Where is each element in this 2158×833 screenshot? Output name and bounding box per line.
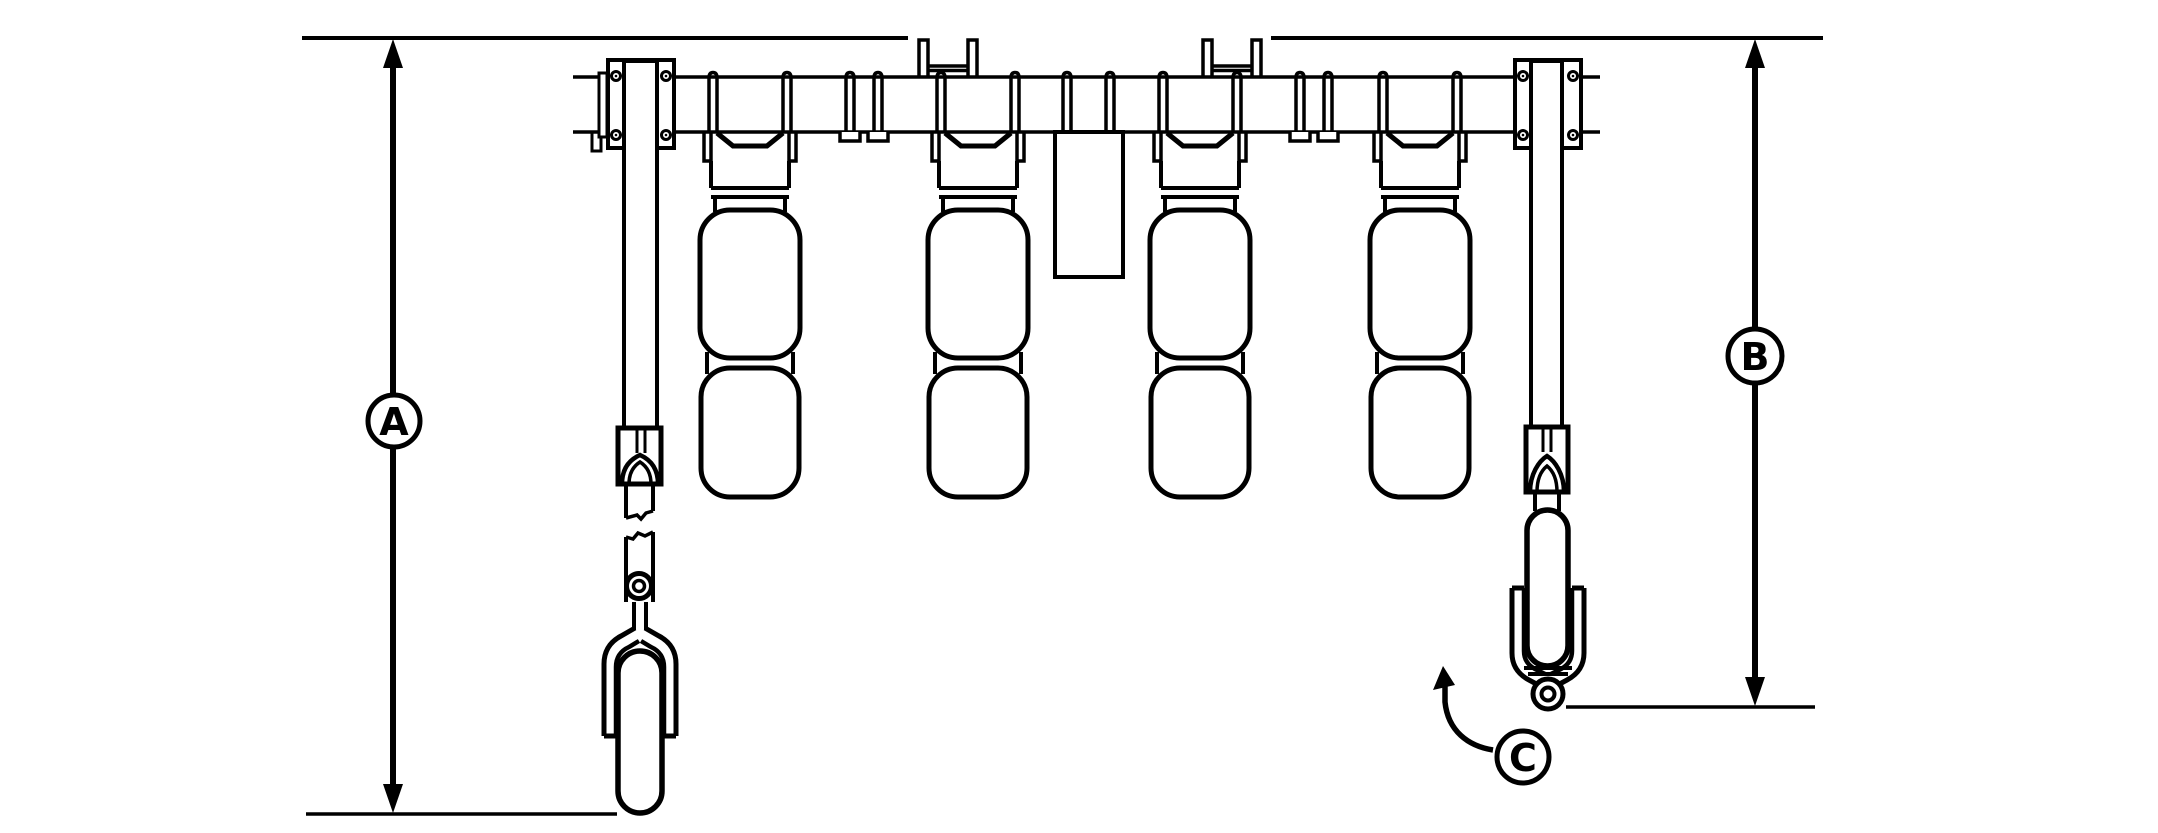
reference-lines: [302, 36, 1823, 816]
tube-break-lower: [625, 530, 654, 541]
left-caster-wheel: [615, 648, 665, 816]
plate-flange: [597, 71, 609, 139]
pivot-bolt-inner: [631, 578, 647, 594]
rotation-callout-c: C: [1433, 666, 1552, 786]
fork-outer-right: [643, 625, 679, 736]
dimension-c-balloon: [1494, 728, 1552, 786]
collar-arch-inner: [1535, 463, 1559, 493]
rotation-arrow-curve: [1442, 684, 1494, 753]
fork-inner-right: [639, 639, 667, 736]
pivot-eye-inner: [1539, 685, 1557, 703]
collar-arch-outer: [1527, 453, 1567, 493]
dimension-b: B: [1725, 39, 1785, 706]
dimension-b-balloon: [1725, 326, 1785, 386]
fork-outer-left: [601, 625, 637, 736]
dimension-a-label: A: [379, 400, 409, 444]
collar-arch-outer: [619, 452, 661, 485]
top-bracket-right: [1201, 38, 1263, 79]
rotation-arrow-head: [1433, 666, 1455, 690]
row-unit: [700, 73, 800, 498]
left-parking-stand: [597, 58, 679, 816]
right-caster-wheel: [1524, 507, 1571, 669]
row-unit: [928, 73, 1028, 498]
dimension-a-balloon: [365, 392, 423, 450]
right-parking-stand: [1509, 58, 1587, 712]
dimension-b-arrow-bottom: [1745, 677, 1765, 706]
fork-outer-left: [1509, 588, 1544, 690]
dimension-a-arrow-bottom: [383, 784, 403, 813]
dimension-b-arrow-top: [1745, 39, 1765, 68]
dimension-c-label: C: [1509, 736, 1537, 780]
mast-ubolt: [1061, 70, 1073, 134]
mast-ubolt: [1104, 70, 1116, 134]
right-stand-post: [1529, 59, 1564, 429]
row-unit: [1370, 73, 1470, 498]
collar-arch-inner: [627, 459, 653, 485]
toolbar-frame: [573, 38, 1600, 279]
row-unit: [1150, 73, 1250, 498]
top-bracket-left: [917, 38, 979, 79]
dimension-a-arrow-top: [383, 39, 403, 68]
left-stub-hook: [590, 132, 603, 153]
center-mast: [1053, 130, 1125, 279]
tube-break-upper: [625, 509, 654, 522]
fork-inner-left: [613, 639, 641, 736]
fork-outer-right: [1552, 588, 1587, 690]
dimension-b-label: B: [1741, 335, 1770, 379]
dimension-a: A: [365, 39, 423, 813]
left-stand-post: [622, 59, 659, 430]
